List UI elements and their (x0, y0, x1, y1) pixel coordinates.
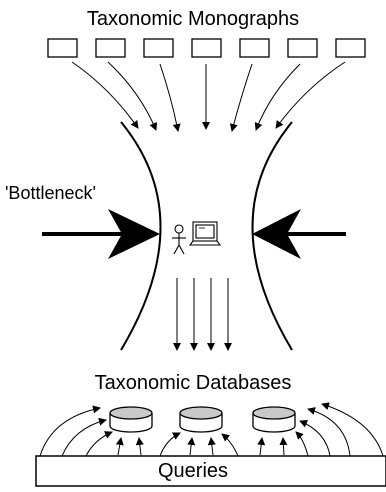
query-arrow (187, 437, 196, 456)
query-arrow (257, 437, 266, 456)
bottleneck-curve-right (251, 121, 293, 351)
bottleneck-curve-left (120, 121, 162, 351)
query-arrow (307, 407, 351, 457)
database-icon (179, 406, 223, 433)
query-arrow (299, 420, 331, 457)
databases-title: Taxonomic Databases (94, 372, 292, 394)
query-arrow (61, 417, 107, 457)
monograph-box (239, 38, 270, 58)
database-icon (109, 406, 153, 433)
query-arrow (39, 405, 101, 457)
monographs-title: Taxonomic Monographs (86, 8, 300, 30)
converging-arrow (254, 63, 301, 131)
bottleneck-label: 'Bottleneck' (5, 183, 96, 203)
query-arrow (207, 437, 216, 456)
computer-icon (188, 221, 222, 246)
query-arrow (221, 433, 239, 457)
monograph-box (95, 38, 126, 58)
monograph-box (335, 38, 366, 58)
monograph-box (191, 38, 222, 58)
query-arrow (85, 431, 113, 457)
monograph-box (287, 38, 318, 58)
pressure-arrow-right (252, 209, 346, 259)
monograph-box (47, 38, 78, 58)
queries-box (35, 455, 386, 487)
monograph-arrows (71, 61, 346, 132)
converging-arrow (275, 61, 346, 129)
database-icon (252, 406, 296, 433)
converging-arrow (71, 61, 139, 129)
query-arrow (159, 432, 181, 457)
pressure-arrow-left (42, 209, 160, 259)
monograph-box (143, 38, 174, 58)
converging-arrow (229, 63, 253, 132)
query-arrow (135, 437, 144, 456)
converging-arrow (107, 61, 157, 131)
converging-arrow (159, 63, 181, 132)
query-arrow (321, 402, 384, 457)
query-arrows (39, 402, 384, 457)
person-icon (172, 224, 186, 255)
query-arrow (115, 437, 124, 456)
output-arrows (173, 278, 232, 351)
monograph-boxes (47, 38, 366, 58)
database-icons (109, 406, 296, 433)
query-arrow (279, 437, 288, 456)
query-arrow (295, 431, 309, 457)
queries-label: Queries (157, 460, 229, 482)
